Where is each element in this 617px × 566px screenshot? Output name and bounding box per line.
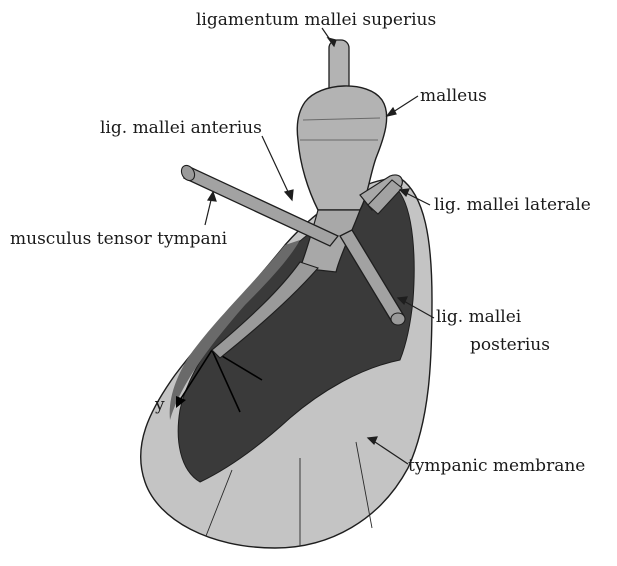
label-axis-y: y <box>154 395 165 415</box>
label-lig-mallei-superius: ligamentum mallei superius <box>196 10 436 30</box>
label-tympanic-membrane: tympanic membrane <box>408 456 585 476</box>
label-malleus: malleus <box>420 86 487 106</box>
label-lig-mallei-posterius-2: posterius <box>470 335 550 355</box>
label-lig-mallei-posterius-1: lig. mallei <box>436 307 522 327</box>
label-musculus-tensor-tympani: musculus tensor tympani <box>10 229 228 249</box>
label-lig-mallei-anterius: lig. mallei anterius <box>100 118 262 138</box>
label-lig-mallei-laterale: lig. mallei laterale <box>434 195 591 215</box>
